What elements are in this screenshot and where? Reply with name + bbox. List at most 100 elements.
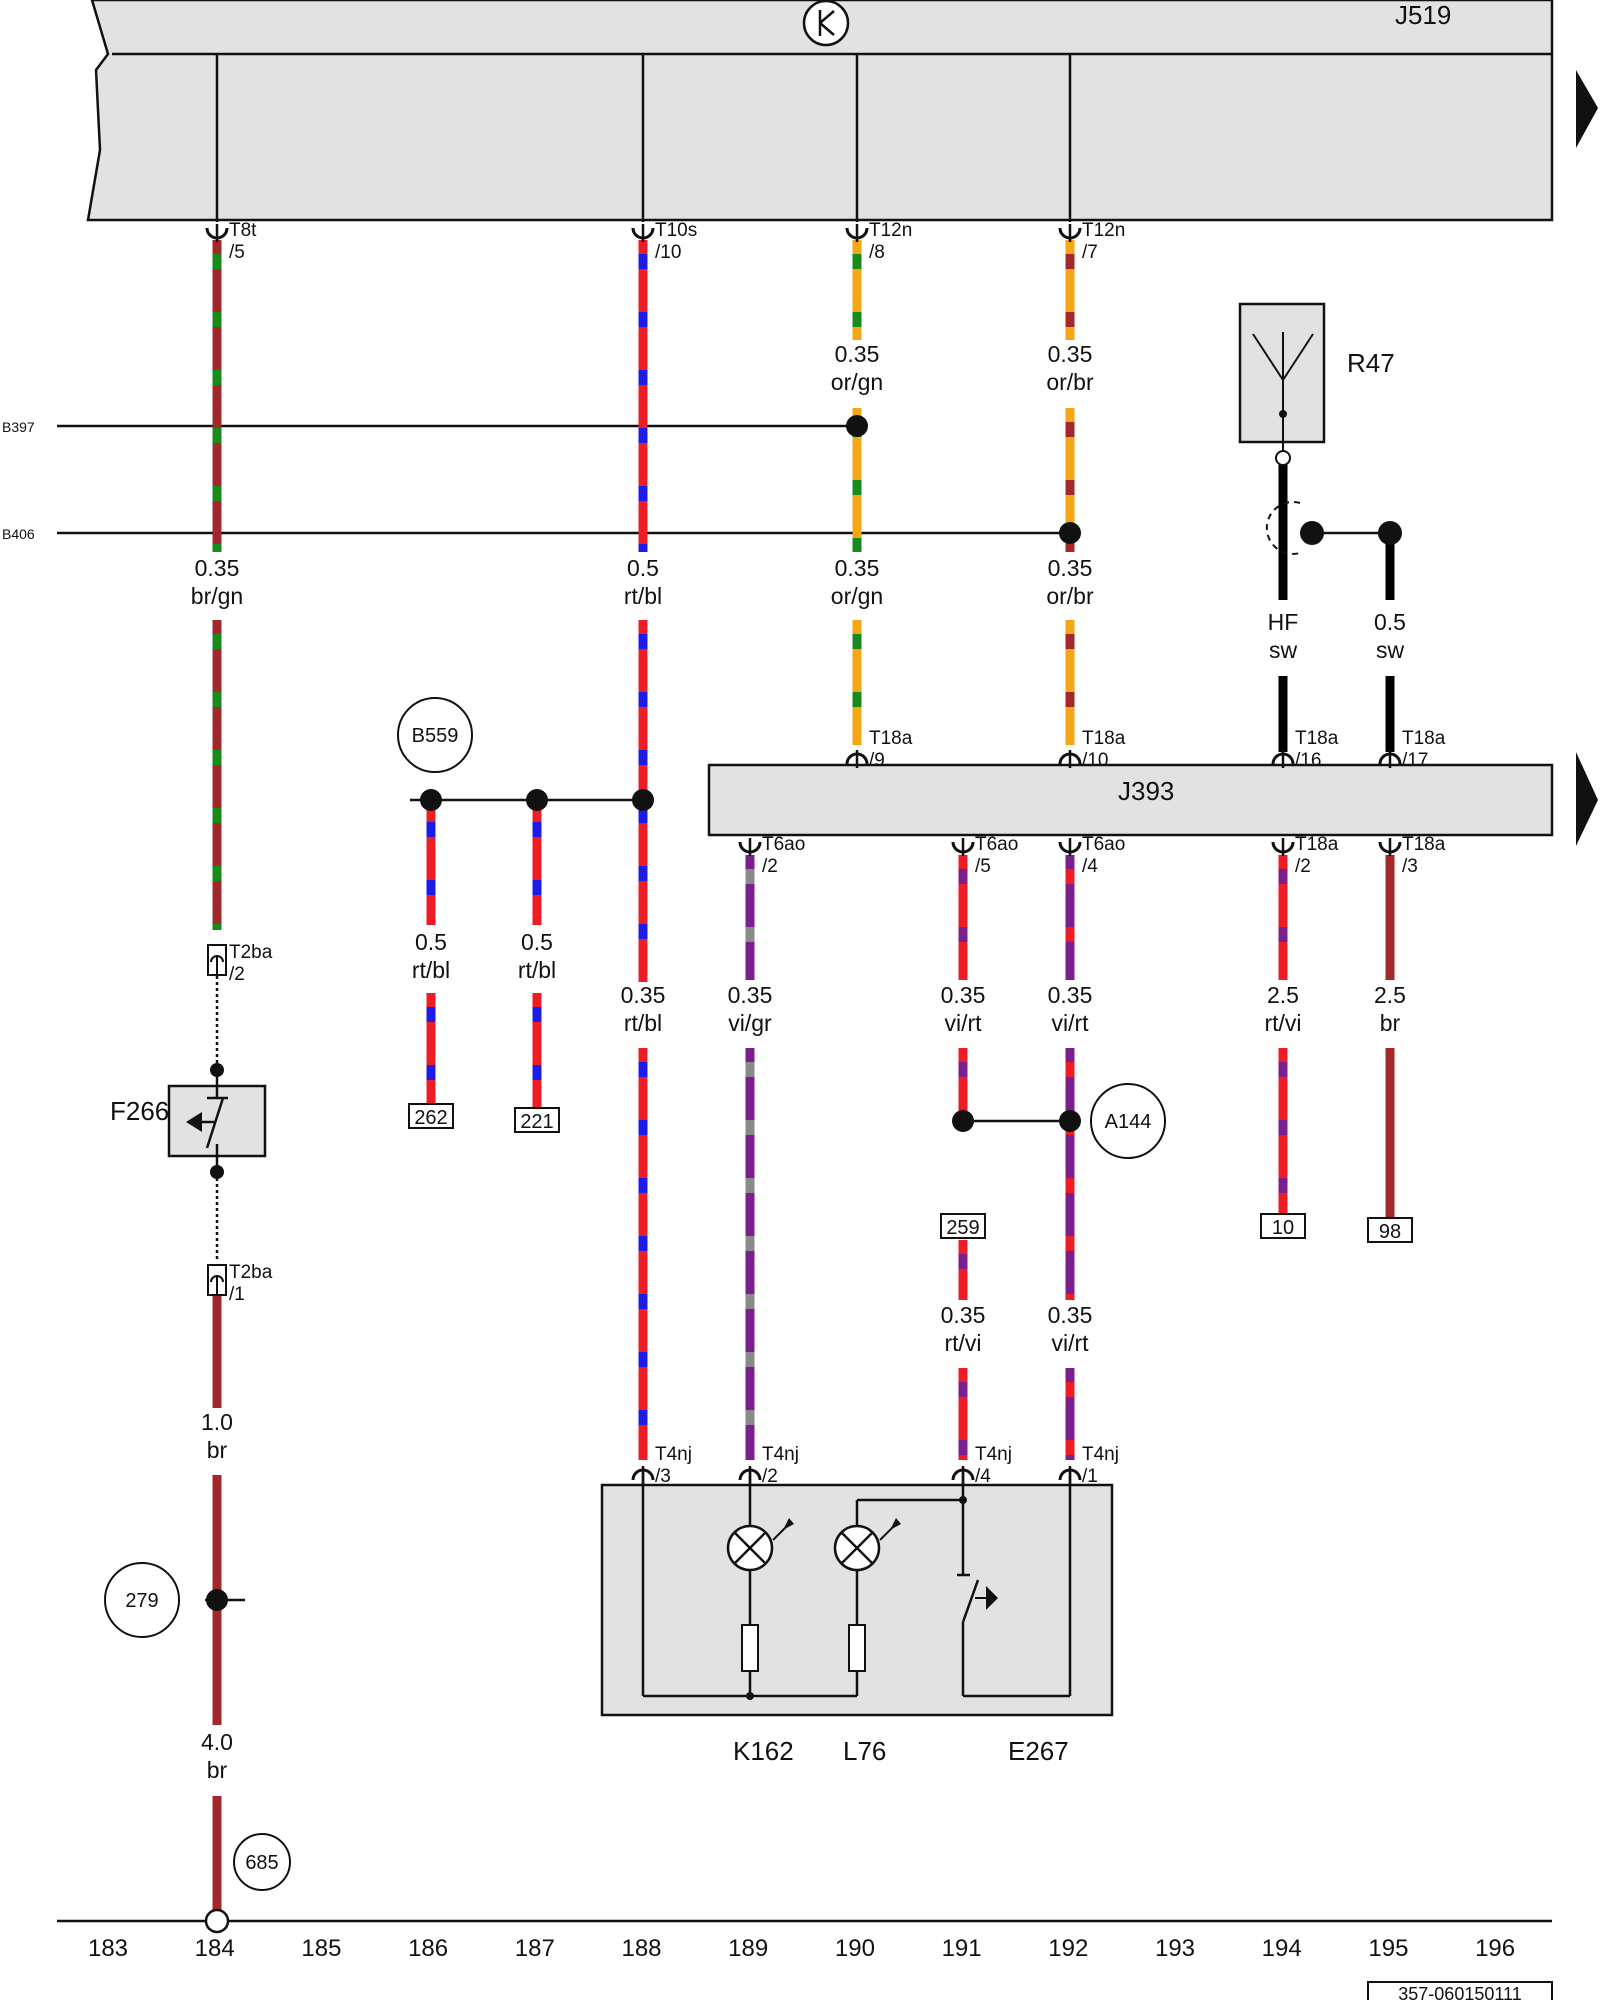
connector-t18a-10: T18a/10 bbox=[1058, 728, 1126, 771]
connector-name: T8t bbox=[229, 220, 257, 241]
connector-name: T18a bbox=[1295, 834, 1339, 855]
connector-name: T6ao bbox=[762, 834, 805, 855]
connector-name: T2ba bbox=[229, 942, 273, 963]
wire-size: 0.35 bbox=[621, 982, 666, 1008]
connector-t12n-7: T12n/7 bbox=[1058, 220, 1125, 263]
connector-name: T18a bbox=[1082, 728, 1126, 749]
wire-size: 0.35 bbox=[728, 982, 773, 1008]
wire-size: 2.5 bbox=[1267, 982, 1299, 1008]
wire-label: 2.5rt/vi bbox=[1264, 982, 1301, 1036]
location-code: A144 bbox=[1105, 1111, 1152, 1133]
column-number: 193 bbox=[1155, 1935, 1195, 1962]
junction-dot bbox=[1059, 522, 1081, 544]
wire-size: 0.35 bbox=[941, 982, 986, 1008]
wire-label-group: 0.35or/gn0.35or/br0.35br/gn0.5rt/bl0.35o… bbox=[191, 341, 1406, 1783]
lamp-icon bbox=[726, 1518, 794, 1572]
column-number: 184 bbox=[195, 1935, 235, 1962]
wire-color-code: or/gn bbox=[831, 583, 883, 609]
wire-size: 0.35 bbox=[1048, 341, 1093, 367]
connector-pin: /4 bbox=[975, 1466, 991, 1487]
connector-t18a-3: T18a/3 bbox=[1378, 834, 1446, 877]
connector-pin: /2 bbox=[1295, 856, 1311, 877]
wire-label: 0.5rt/bl bbox=[624, 555, 662, 609]
reference-number: 262 bbox=[414, 1107, 447, 1129]
wire-size: 0.35 bbox=[1048, 982, 1093, 1008]
connector-pin: /16 bbox=[1295, 750, 1321, 771]
junction-dot bbox=[206, 1589, 228, 1611]
connector-name: T4nj bbox=[762, 1444, 799, 1465]
wire-label: 1.0br bbox=[201, 1409, 233, 1463]
switch-icon bbox=[957, 1573, 998, 1623]
wire-size: 0.5 bbox=[627, 555, 659, 581]
connector-pin: /17 bbox=[1402, 750, 1428, 771]
connector-t6ao-2: T6ao/2 bbox=[738, 834, 805, 877]
component-f266: F266 bbox=[110, 952, 267, 1262]
reference-number: 259 bbox=[946, 1217, 979, 1239]
connector-pin: /3 bbox=[1402, 856, 1418, 877]
wire-label: 0.5rt/bl bbox=[412, 929, 450, 983]
component-r47: R47 bbox=[1238, 302, 1395, 466]
connector-pin: /5 bbox=[229, 242, 245, 263]
wire-color-code: br/gn bbox=[191, 583, 243, 609]
wire-size: 0.5 bbox=[415, 929, 447, 955]
connector-t18a-16: T18a/16 bbox=[1271, 728, 1339, 771]
continuation-arrow-icon bbox=[1576, 752, 1598, 846]
connector-name: T6ao bbox=[1082, 834, 1125, 855]
wire-color-code: sw bbox=[1269, 637, 1298, 663]
wire-size: 2.5 bbox=[1374, 982, 1406, 1008]
reference-box-262: 262 bbox=[408, 1103, 454, 1129]
wire-color-code: rt/vi bbox=[1264, 1010, 1301, 1036]
wire-size: 0.35 bbox=[195, 555, 240, 581]
connector-pin: /10 bbox=[1082, 750, 1108, 771]
bus-lines: B397 B406 bbox=[2, 419, 1070, 542]
ground-symbol-icon bbox=[802, 0, 850, 47]
connector-t4nj-4: T4nj/4 bbox=[951, 1444, 1012, 1487]
wire-size: 0.35 bbox=[941, 1302, 986, 1328]
connector-t12n-8: T12n/8 bbox=[845, 220, 912, 263]
connector-name: T6ao bbox=[975, 834, 1018, 855]
reference-box-259: 259 bbox=[940, 1213, 986, 1239]
wire-size: 0.5 bbox=[521, 929, 553, 955]
reference-number: 98 bbox=[1379, 1221, 1401, 1243]
wire-size: 0.5 bbox=[1374, 609, 1406, 635]
label-j519: J519 bbox=[1395, 0, 1451, 30]
column-number: 194 bbox=[1262, 1935, 1302, 1962]
wire-label: 0.5sw bbox=[1374, 609, 1406, 663]
connector-group: T8t/5T10s/10T12n/8T12n/7T18a/9T18a/10T18… bbox=[205, 220, 1446, 1487]
reference-box-10: 10 bbox=[1260, 1213, 1306, 1239]
connector-name: T12n bbox=[1082, 220, 1125, 241]
reference-number: 221 bbox=[520, 1111, 553, 1133]
wire-color-code: or/gn bbox=[831, 369, 883, 395]
document-number: 357-060150111 bbox=[1367, 1981, 1553, 2000]
module-indicators: K162 L76 E267 bbox=[600, 1470, 1114, 1766]
connector-pin: /5 bbox=[975, 856, 991, 877]
wire-size: HF bbox=[1268, 609, 1299, 635]
wire-size: 0.35 bbox=[835, 341, 880, 367]
wire-size: 0.35 bbox=[1048, 1302, 1093, 1328]
connector-t4nj-1: T4nj/1 bbox=[1058, 1444, 1119, 1487]
antenna-icon bbox=[1252, 332, 1314, 418]
column-number: 187 bbox=[515, 1935, 555, 1962]
wire-color-code: rt/bl bbox=[412, 957, 450, 983]
label-f266: F266 bbox=[110, 1096, 169, 1126]
reference-box-98: 98 bbox=[1367, 1217, 1413, 1243]
label-k162: K162 bbox=[733, 1736, 794, 1766]
wire-color-code: br bbox=[207, 1437, 228, 1463]
label-j393: J393 bbox=[1118, 776, 1174, 806]
wire-size: 4.0 bbox=[201, 1729, 233, 1755]
location-code: 279 bbox=[125, 1590, 158, 1612]
label-e267: E267 bbox=[1008, 1736, 1069, 1766]
label-r47: R47 bbox=[1347, 348, 1395, 378]
connector-t10s-10: T10s/10 bbox=[631, 220, 697, 263]
location-circle-a144: A144 bbox=[1090, 1083, 1166, 1159]
